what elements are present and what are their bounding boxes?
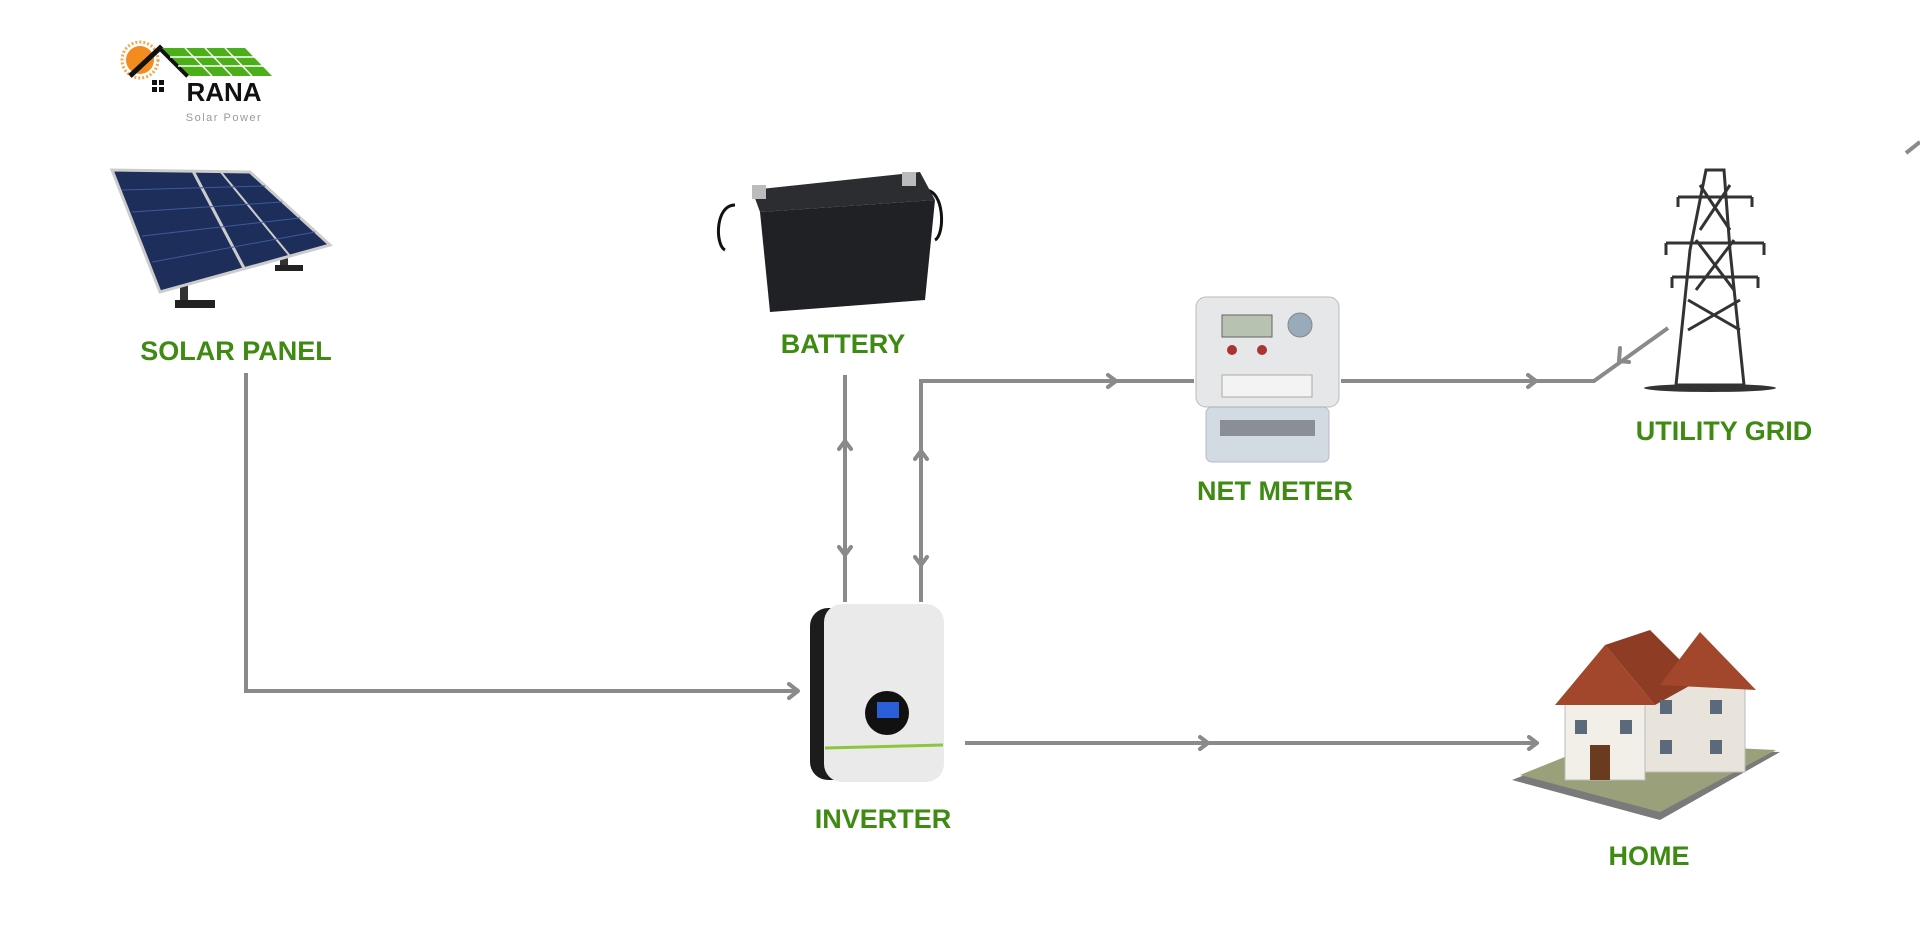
house-icon [1512, 630, 1780, 820]
wire-meter-grid [1341, 326, 1670, 383]
arrow-right-icon [1526, 373, 1538, 389]
logo-brand: RANA [186, 77, 261, 107]
net-meter-icon [1195, 296, 1340, 463]
logo: RANA Solar Power [120, 40, 272, 124]
label-net-meter: NET METER [1197, 476, 1353, 506]
arrow-right-icon [787, 682, 800, 700]
arrow-down-icon [913, 555, 929, 567]
arrow-right-icon [1527, 735, 1539, 751]
wire-inverter-meter [919, 379, 1194, 602]
label-utility-grid: UTILITY GRID [1636, 416, 1813, 446]
wire-fragment [1904, 140, 1920, 155]
label-solar-panel: SOLAR PANEL [140, 336, 332, 366]
label-inverter: INVERTER [815, 804, 952, 834]
arrow-up-icon [837, 439, 853, 451]
logo-tagline: Solar Power [186, 112, 262, 124]
arrow-down-icon [837, 545, 853, 557]
transmission-tower-icon [1644, 168, 1776, 392]
wires [244, 140, 1920, 751]
arrow-right-icon [1106, 373, 1118, 389]
solar-panel-icon [109, 168, 334, 308]
label-battery: BATTERY [781, 329, 906, 359]
arrow-right-icon [1198, 735, 1210, 751]
battery-icon [716, 172, 944, 312]
label-home: HOME [1609, 841, 1690, 871]
arrow-up-icon [913, 449, 929, 461]
arrow-down-left-icon [1617, 346, 1631, 364]
wire-solar-inverter [244, 373, 798, 693]
inverter-icon [810, 604, 944, 782]
